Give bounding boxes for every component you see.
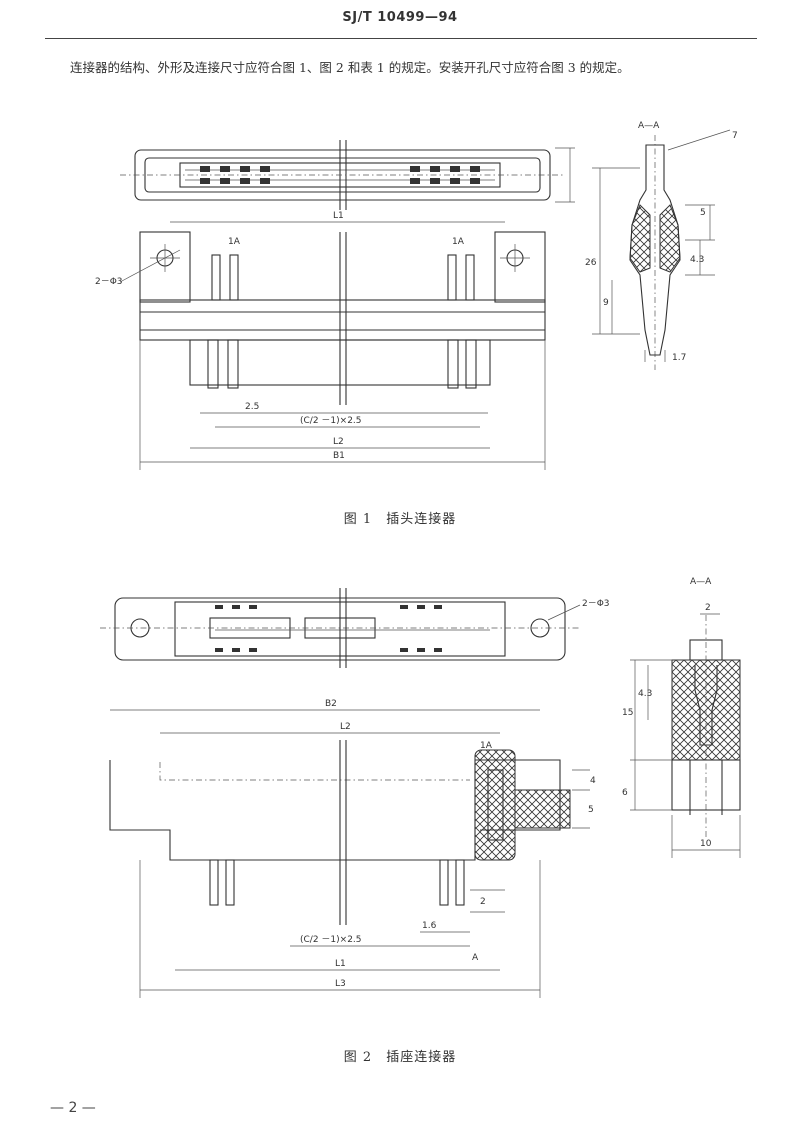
dim-b1: B1: [333, 451, 345, 461]
dim-2: 2: [480, 897, 486, 907]
dim-15: 15: [622, 708, 633, 718]
dim-l1: L1: [333, 211, 344, 221]
dim-l2-2: L2: [340, 722, 351, 732]
dim-l3: L3: [335, 979, 346, 989]
figure1-top-view: [120, 140, 575, 210]
section-ref-2: 1A: [480, 741, 493, 751]
dim-5-2: 5: [588, 805, 594, 815]
figure1-section-view: A—A 26 9 5 4.3 1.7 7: [585, 121, 738, 370]
label-a: A: [472, 953, 479, 963]
section-title-2: A—A: [690, 577, 712, 587]
dim-l1-2: L1: [335, 959, 346, 969]
label-holes: 2－Φ3: [95, 277, 123, 287]
dim-9: 9: [603, 298, 609, 308]
label-holes-2: 2－Φ3: [582, 599, 610, 609]
dim-5: 5: [700, 208, 706, 218]
figure2-front-view: B2 L2 1A 4 5 2 1.6 (C/2 －1)×2.5 A L1 L3: [109, 699, 596, 998]
figure1-caption: 图 1 插头连接器: [343, 512, 457, 527]
dim-l2: L2: [333, 437, 344, 447]
dim-7: 7: [732, 131, 738, 141]
page-number: — 2 —: [50, 1100, 96, 1116]
dim-6: 6: [622, 788, 628, 798]
figure2-top-view: 2－Φ3: [100, 588, 610, 668]
dim-1-7: 1.7: [672, 353, 686, 363]
figure1-front-view: L1 2－Φ3 1A 1A 2.5 (C/2 －1)×2.5: [95, 211, 546, 470]
figure1-top-pins: [200, 166, 480, 184]
dim-4-3: 4.3: [690, 255, 704, 265]
intro-paragraph: 连接器的结构、外形及连接尺寸应符合图 1、图 2 和表 1 的规定。安装开孔尺寸…: [70, 60, 630, 75]
header-rule: [45, 38, 757, 39]
dim-b2: B2: [325, 699, 337, 709]
dim-1-6: 1.6: [422, 921, 437, 931]
dim-pitch: 2.5: [245, 402, 259, 412]
section-title: A—A: [638, 121, 660, 131]
figure2-top-contacts: [215, 605, 442, 652]
figure2-caption: 图 2 插座连接器: [343, 1050, 457, 1065]
document-header: SJ/T 10499—94: [342, 10, 458, 25]
section-ref: 1A: [228, 237, 241, 247]
dim-formula: (C/2 －1)×2.5: [300, 416, 362, 426]
dim-2-2: 2: [705, 603, 711, 613]
dim-26: 26: [585, 258, 597, 268]
section-ref: 1A: [452, 237, 465, 247]
dim-4: 4: [590, 776, 596, 786]
dim-formula-2: (C/2 －1)×2.5: [300, 935, 362, 945]
dim-10: 10: [700, 839, 712, 849]
figure2-section-view: A—A 2 15 4.3 6 10: [622, 577, 741, 858]
dim-4-3-2: 4.3: [638, 689, 652, 699]
